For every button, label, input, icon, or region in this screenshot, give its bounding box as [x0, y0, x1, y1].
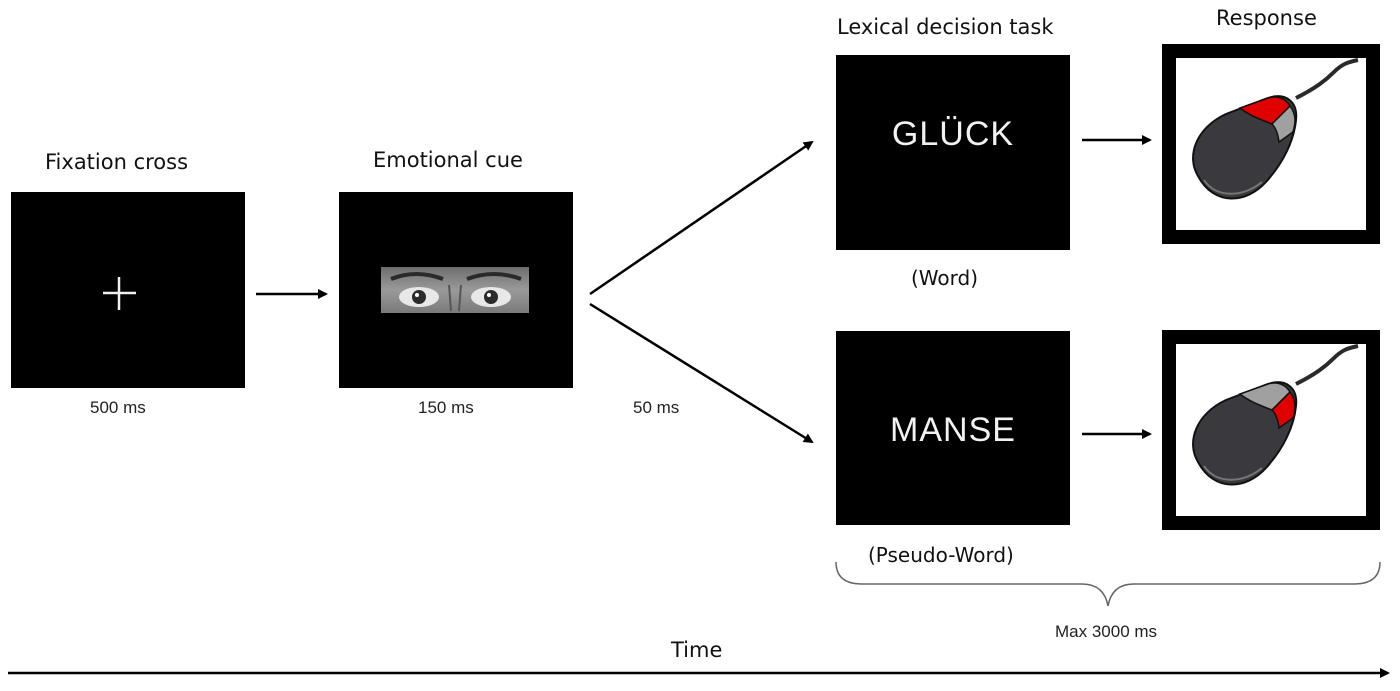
- mouse-left-click-icon: [1192, 58, 1359, 200]
- fixation-title: Fixation cross: [45, 150, 189, 174]
- word-label: (Word): [911, 266, 979, 290]
- arrow-cue-to-word: [589, 140, 814, 296]
- pseudoword-label: (Pseudo-Word): [868, 543, 1014, 567]
- duration-brace: [835, 561, 1381, 607]
- emotional-cue-screen: [339, 192, 573, 388]
- lexical-decision-title: Lexical decision task: [837, 15, 1054, 39]
- fixation-cross-icon: [103, 277, 136, 310]
- word-stimulus-text: GLÜCK: [891, 115, 1015, 153]
- word-stimulus-screen: GLÜCK: [836, 55, 1070, 250]
- time-axis-label: Time: [671, 638, 723, 662]
- arrow-cue-to-pseudoword: [589, 302, 814, 444]
- response-screen-word: [1162, 44, 1380, 244]
- response-title: Response: [1216, 6, 1317, 30]
- pseudoword-stimulus-screen: MANSE: [836, 331, 1070, 525]
- emotional-cue-title: Emotional cue: [373, 148, 523, 172]
- fixation-duration: 500 ms: [90, 398, 146, 417]
- fixation-screen: [11, 192, 245, 388]
- max-duration: Max 3000 ms: [1055, 622, 1158, 641]
- response-screen-pseudoword: [1162, 330, 1380, 530]
- isi-duration: 50 ms: [633, 398, 680, 417]
- pseudoword-stimulus-text: MANSE: [890, 411, 1016, 449]
- fearful-eyes-image: [381, 267, 529, 313]
- cue-duration: 150 ms: [418, 398, 474, 417]
- mouse-right-click-icon: [1192, 344, 1359, 486]
